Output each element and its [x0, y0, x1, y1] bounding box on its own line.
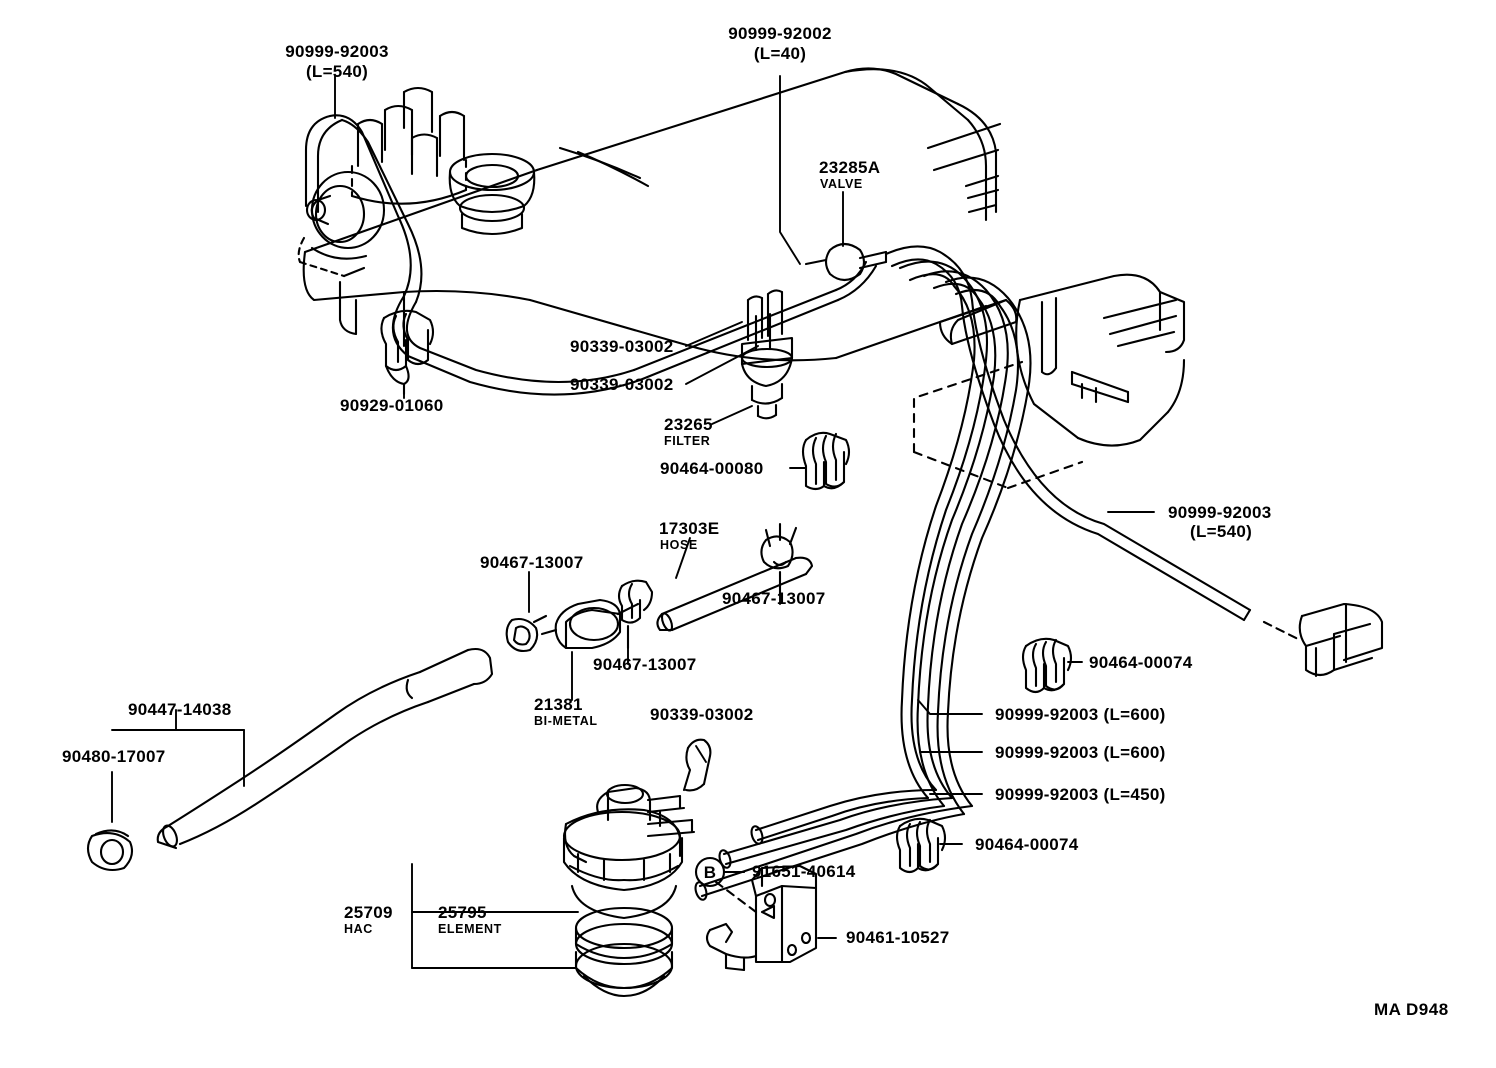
clip-90464-00074-upper [1021, 637, 1073, 694]
label-hose-90999-92003-540-right-len: (L=540) [1190, 522, 1253, 541]
figure-code: MA D948 [1374, 1000, 1449, 1019]
hac-25709-assembly [562, 783, 696, 998]
label-hose-90999-92002-40-len: (L=40) [753, 44, 807, 63]
label-clip-90467-13007-b: 90467-13007 [722, 589, 826, 608]
label-element-25795-pn: 25795 [438, 903, 487, 922]
clip-90339-03002-bottom [682, 738, 712, 792]
label-clip-90929-01060: 90929-01060 [340, 396, 444, 415]
air-intake-plenum [912, 273, 1186, 490]
label-grommet-90480-17007: 90480-17007 [62, 747, 166, 766]
label-clip-90464-00074-upper: 90464-00074 [1089, 653, 1193, 672]
hose-bundle-long [694, 245, 1252, 901]
bolt-marker-b-letter: B [703, 863, 717, 882]
clip-90464-00080 [801, 431, 851, 491]
label-clip-90339-03002-b: 90339-03002 [570, 375, 674, 394]
label-hose-90999-92002-40-pn: 90999-92002 [728, 24, 832, 43]
label-filter-23265-pn: 23265 [664, 415, 713, 434]
label-filter-23265-name: FILTER [664, 434, 711, 448]
label-hose-90999-92003-450: 90999-92003 (L=450) [995, 785, 1166, 804]
label-element-25795-name: ELEMENT [438, 922, 502, 936]
label-hose-90999-92003-540-top-len: (L=540) [305, 62, 369, 81]
label-bimetal-21381-name: BI-METAL [534, 714, 598, 728]
label-clip-90467-13007-a: 90467-13007 [480, 553, 584, 572]
label-hose-90999-92003-600-a: 90999-92003 (L=600) [995, 705, 1166, 724]
label-bimetal-21381-pn: 21381 [534, 695, 583, 714]
label-clip-90339-03002-a: 90339-03002 [570, 337, 674, 356]
label-clip-90339-03002-c: 90339-03002 [650, 705, 754, 724]
label-bolt-91651-40614: 91651-40614 [752, 862, 856, 881]
bracket-90461-10527 [694, 856, 818, 972]
label-hose-90447-14038: 90447-14038 [128, 700, 232, 719]
label-hose-90999-92003-540-top-pn: 90999-92003 [285, 42, 389, 61]
label-clip-90467-13007-c: 90467-13007 [593, 655, 697, 674]
valve-cover-assembly [297, 67, 1002, 362]
label-hac-25709-pn: 25709 [344, 903, 393, 922]
bimetal-21381-assembly [505, 522, 814, 653]
distributor-body [297, 170, 386, 278]
label-hose-90999-92003-540-right-pn: 90999-92003 [1168, 503, 1272, 522]
label-hose-90999-92003-600-b: 90999-92003 (L=600) [995, 743, 1166, 762]
leader-lines [111, 75, 1155, 969]
label-bracket-90461-10527: 90461-10527 [846, 928, 950, 947]
label-valve-23285a-pn: 23285A [819, 158, 881, 177]
clip-90464-00074-lower [895, 817, 947, 874]
label-hac-25709-name: HAC [344, 922, 373, 936]
vacuum-connector-right [1242, 602, 1384, 678]
oil-filler-cap [448, 152, 536, 236]
label-clip-90464-00080: 90464-00080 [660, 459, 764, 478]
label-hose-17303e-name: HOSE [660, 538, 698, 552]
label-valve-23285a-name: VALVE [820, 177, 863, 191]
label-clip-90464-00074-lower: 90464-00074 [975, 835, 1079, 854]
label-hose-17303e-pn: 17303E [659, 519, 720, 538]
valve-23285a [804, 242, 888, 282]
hose-90447-14038 [86, 647, 494, 872]
filter-23265 [740, 289, 794, 420]
